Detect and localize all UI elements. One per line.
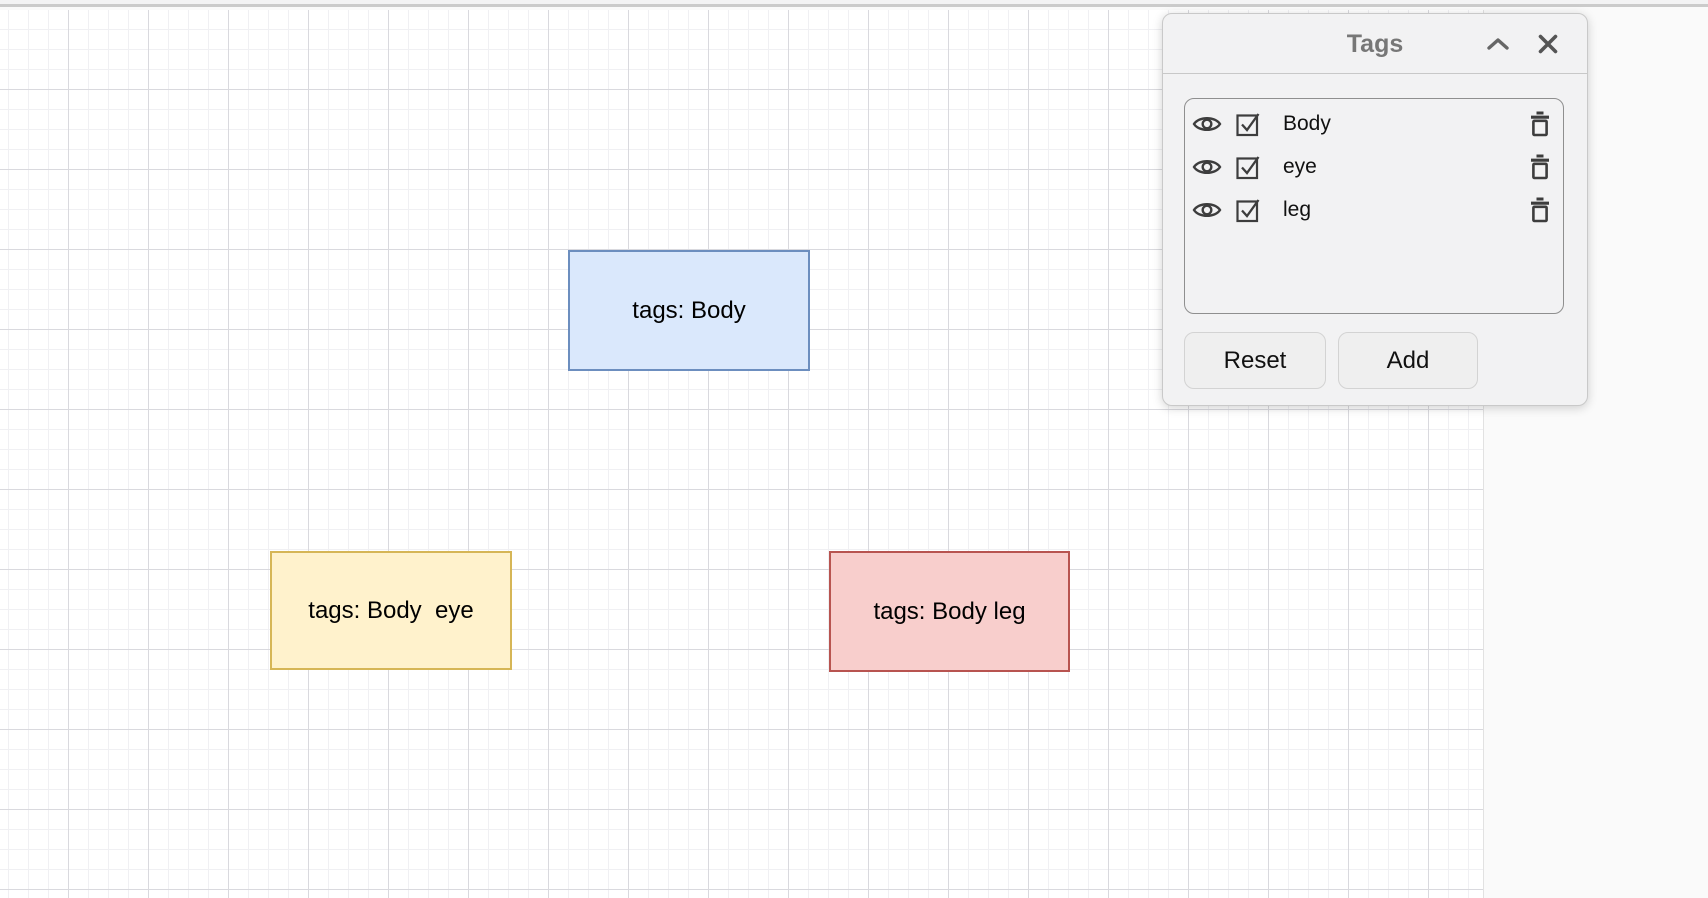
- tag-label: eye: [1283, 154, 1317, 178]
- tag-label: Body: [1283, 111, 1331, 135]
- tag-checkbox[interactable]: [1235, 154, 1261, 180]
- tag-row-eye: eye: [1185, 145, 1563, 188]
- chevron-up-icon: [1487, 38, 1509, 50]
- shape-label: tags: Body leg: [873, 597, 1026, 625]
- visibility-toggle[interactable]: [1192, 113, 1222, 135]
- tag-row-leg: leg: [1185, 188, 1563, 231]
- tag-label: leg: [1283, 197, 1312, 221]
- checkbox-checked-icon: [1236, 155, 1260, 179]
- eye-icon: [1192, 202, 1222, 217]
- eye-icon: [1192, 159, 1222, 174]
- close-icon: [1538, 34, 1558, 54]
- shape-label: tags: Body eye: [308, 596, 474, 624]
- checkbox-checked-icon: [1236, 112, 1260, 136]
- tags-dialog-header[interactable]: Tags: [1163, 14, 1587, 74]
- trash-icon: [1531, 154, 1549, 179]
- trash-icon: [1531, 111, 1549, 136]
- tag-row-body: Body: [1185, 102, 1563, 145]
- shape-tags-body[interactable]: tags: Body: [568, 250, 810, 371]
- visibility-toggle[interactable]: [1192, 156, 1222, 178]
- visibility-toggle[interactable]: [1192, 199, 1222, 221]
- tag-checkbox[interactable]: [1235, 111, 1261, 137]
- delete-tag-button[interactable]: [1529, 111, 1551, 137]
- dialog-title: Tags: [1346, 29, 1404, 58]
- eye-icon: [1192, 116, 1222, 131]
- checkbox-checked-icon: [1236, 198, 1260, 222]
- delete-tag-button[interactable]: [1529, 197, 1551, 223]
- toolbar-bottom-edge: [0, 0, 1708, 7]
- tags-dialog: Tags Bod: [1162, 13, 1588, 406]
- tag-checkbox[interactable]: [1235, 197, 1261, 223]
- tag-list: Body eye: [1184, 98, 1564, 314]
- delete-tag-button[interactable]: [1529, 154, 1551, 180]
- shape-tags-body-eye[interactable]: tags: Body eye: [270, 551, 512, 670]
- trash-icon: [1531, 197, 1549, 222]
- shape-tags-body-leg[interactable]: tags: Body leg: [829, 551, 1070, 672]
- reset-button[interactable]: Reset: [1184, 332, 1326, 389]
- add-button[interactable]: Add: [1338, 332, 1478, 389]
- shape-label: tags: Body: [632, 296, 746, 324]
- close-button[interactable]: [1535, 14, 1561, 74]
- collapse-button[interactable]: [1484, 14, 1512, 74]
